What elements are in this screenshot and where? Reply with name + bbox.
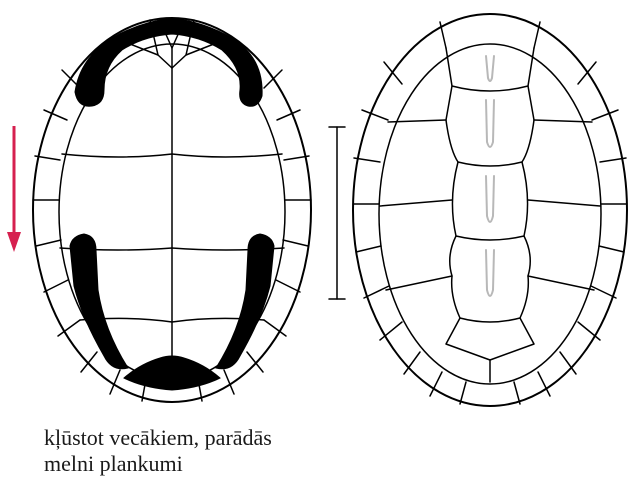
caption-line-2: melni plankumi	[44, 451, 364, 477]
direction-arrow	[7, 126, 21, 252]
plastron-figure	[33, 18, 311, 402]
caption-line-1: kļūstot vecākiem, parādās	[44, 425, 364, 451]
scale-bar	[329, 127, 345, 299]
caption: kļūstot vecākiem, parādās melni plankumi	[44, 425, 364, 477]
carapace-outline	[353, 14, 627, 406]
carapace-figure	[353, 14, 627, 406]
